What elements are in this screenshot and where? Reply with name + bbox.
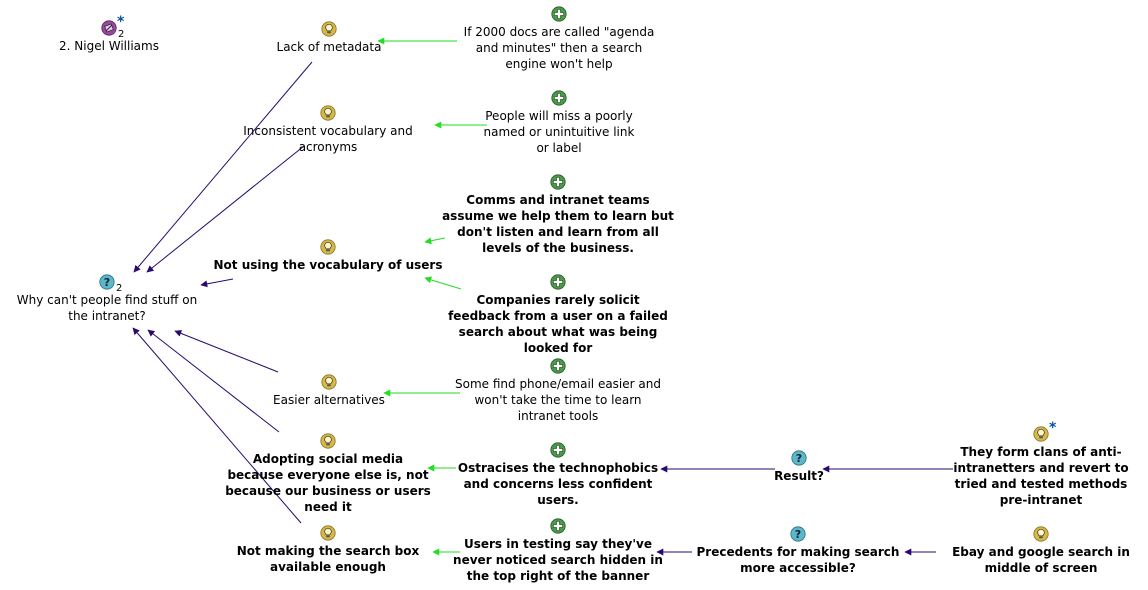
plus-icon[interactable] xyxy=(550,518,566,534)
node-label: Not using the vocabulary of users xyxy=(213,258,443,272)
question-icon[interactable]: ? xyxy=(790,526,806,542)
link-easier-to-q_main[interactable] xyxy=(174,330,279,373)
node-searchbox[interactable]: Not making the search box available enou… xyxy=(213,525,443,575)
question-icon[interactable]: ? xyxy=(791,450,807,466)
svg-text:?: ? xyxy=(796,452,802,465)
person-reference-icon[interactable]: 2* xyxy=(101,15,124,40)
svg-text:?: ? xyxy=(795,528,801,541)
node-label: Ostracises the technophobics and concern… xyxy=(457,461,659,507)
link-meta-to-q_main[interactable] xyxy=(133,61,313,273)
node-agenda[interactable]: If 2000 docs are called "agenda and minu… xyxy=(454,6,664,72)
plus-icon[interactable] xyxy=(550,358,566,374)
node-label: Adopting social media because everyone e… xyxy=(225,452,431,514)
node-easier[interactable]: Easier alternatives xyxy=(244,374,414,408)
lightbulb-icon[interactable] xyxy=(320,239,336,255)
node-label: Result? xyxy=(774,469,824,483)
node-label: Not making the search box available enou… xyxy=(236,544,420,574)
node-label: Precedents for making search more access… xyxy=(696,545,900,575)
node-label: They form clans of anti-intranetters and… xyxy=(953,445,1129,507)
link-searchbox-to-q_main[interactable] xyxy=(132,327,302,524)
node-testing[interactable]: Users in testing say they've never notic… xyxy=(453,518,663,584)
lightbulb-icon[interactable] xyxy=(1033,526,1049,542)
node-miss[interactable]: People will miss a poorly named or unint… xyxy=(479,90,639,156)
plus-icon[interactable] xyxy=(550,442,566,458)
node-label: Easier alternatives xyxy=(273,393,385,407)
node-label: Companies rarely solicit feedback from a… xyxy=(448,293,668,355)
node-comms[interactable]: Comms and intranet teams assume we help … xyxy=(440,174,676,256)
node-nigel[interactable]: 2*2. Nigel Williams xyxy=(39,15,179,54)
node-label: If 2000 docs are called "agenda and minu… xyxy=(463,25,655,71)
node-label: Lack of metadata xyxy=(276,40,382,54)
plus-icon[interactable] xyxy=(550,174,566,190)
node-vocab[interactable]: Inconsistent vocabulary and acronyms xyxy=(213,105,443,155)
node-count-badge: 2 xyxy=(118,29,125,40)
node-precedents[interactable]: ? Precedents for making search more acces… xyxy=(683,526,913,576)
lightbulb-icon[interactable] xyxy=(321,21,337,37)
lightbulb-icon[interactable] xyxy=(320,433,336,449)
node-label: Comms and intranet teams assume we help … xyxy=(442,193,674,255)
node-notusing[interactable]: Not using the vocabulary of users xyxy=(213,239,443,273)
node-social[interactable]: Adopting social media because everyone e… xyxy=(223,433,433,515)
node-result[interactable]: ? Result? xyxy=(739,450,859,484)
plus-icon[interactable] xyxy=(551,6,567,22)
node-label: Ebay and google search in middle of scre… xyxy=(952,545,1130,575)
link-comms-to-notusing[interactable] xyxy=(424,237,446,245)
svg-text:?: ? xyxy=(104,276,110,289)
node-label: Some find phone/email easier and won't t… xyxy=(455,377,661,423)
lightbulb-icon[interactable] xyxy=(321,374,337,390)
question-icon[interactable]: ?2 xyxy=(99,274,122,294)
node-clans[interactable]: * They form clans of anti-intranetters an… xyxy=(951,421,1131,508)
node-count-badge: 2 xyxy=(116,283,123,294)
node-label: Why can't people find stuff on the intra… xyxy=(16,293,198,323)
link-vocab-to-q_main[interactable] xyxy=(146,145,305,273)
link-solicit-to-notusing[interactable] xyxy=(424,276,462,290)
node-label: People will miss a poorly named or unint… xyxy=(483,109,635,155)
node-meta[interactable]: Lack of metadata xyxy=(244,21,414,55)
link-notusing-to-q_main[interactable] xyxy=(200,278,234,288)
lightbulb-icon[interactable]: * xyxy=(1033,421,1056,442)
link-social-to-q_main[interactable] xyxy=(147,329,280,433)
node-phone[interactable]: Some find phone/email easier and won't t… xyxy=(453,358,663,424)
lightbulb-icon[interactable] xyxy=(320,525,336,541)
node-ostracise[interactable]: Ostracises the technophobics and concern… xyxy=(453,442,663,508)
node-label: Users in testing say they've never notic… xyxy=(453,537,663,583)
lightbulb-icon[interactable] xyxy=(320,105,336,121)
node-label: Inconsistent vocabulary and acronyms xyxy=(243,124,413,154)
plus-icon[interactable] xyxy=(551,90,567,106)
node-solicit[interactable]: Companies rarely solicit feedback from a… xyxy=(448,274,668,356)
detail-star-icon: * xyxy=(1049,420,1057,436)
detail-star-icon: * xyxy=(117,14,125,30)
plus-icon[interactable] xyxy=(550,274,566,290)
node-label: 2. Nigel Williams xyxy=(59,39,159,53)
node-ebay[interactable]: Ebay and google search in middle of scre… xyxy=(936,526,1146,576)
